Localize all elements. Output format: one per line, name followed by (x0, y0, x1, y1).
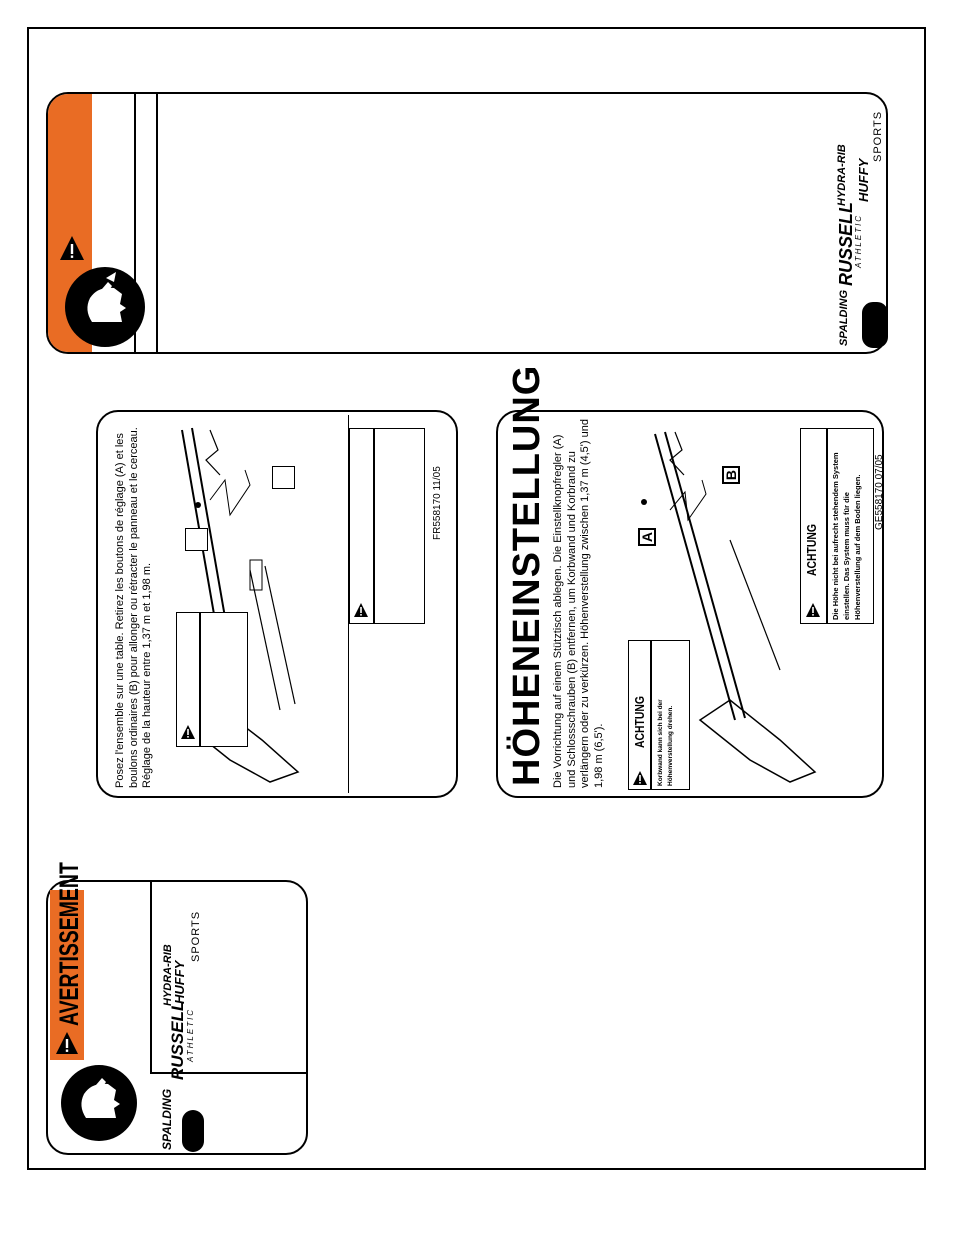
brand-spalding-left: SPALDING (160, 1088, 174, 1150)
brand-russell-sub-left: ATHLETIC (186, 1007, 195, 1062)
instruction-text-de: Die Vorrichtung auf einem Stütztisch abl… (552, 419, 605, 788)
brand-spalding-top: SPALDING (838, 289, 850, 346)
caution-box-divider-de (650, 640, 652, 790)
left-label-divider-h (150, 1072, 306, 1074)
callout-box-b-fr (272, 466, 295, 489)
brand-hydra-top: HYDRA-RIB (836, 144, 848, 206)
hoop-diagram-de (641, 431, 817, 783)
sure-shot-logo-top (862, 302, 888, 348)
label-b-de: B (722, 466, 740, 484)
brand-huffy-sub-left: SPORTS (190, 910, 202, 962)
brand-russell-left: RUSSELL (168, 1000, 187, 1080)
warning-title-fr: AVERTISSEMENT (54, 862, 84, 1026)
label-a-de: A (638, 528, 656, 546)
head-impact-icon-fr (61, 1065, 137, 1141)
warning-divider-column (136, 94, 158, 352)
warning-triangle-icon-fr (354, 603, 368, 617)
brand-huffy-sub-top: SPORTS (872, 110, 884, 162)
callout-box-a-fr (185, 528, 208, 551)
doc-code-fr: FR558170 11/05 (432, 466, 443, 540)
head-impact-icon (65, 267, 145, 347)
caution2-triangle-icon-de (806, 603, 820, 617)
warning-triangle-icon-left (56, 1032, 78, 1054)
caution2-title-de: ACHTUNG (804, 524, 819, 576)
caution-box-divider-fr (199, 612, 201, 747)
caution-box-de (628, 640, 690, 790)
caution-box2-divider-de (826, 428, 828, 624)
warning-box-divider-fr (373, 428, 375, 624)
ground-line-fr (348, 415, 349, 793)
warning-box-fr (349, 428, 425, 624)
caution-box2-de (800, 428, 874, 624)
caution-triangle-icon-de (633, 771, 647, 785)
caution-triangle-icon-fr (181, 725, 195, 739)
left-warning-label-fr (46, 880, 308, 1155)
brand-huffy-top: HUFFY (856, 158, 871, 202)
doc-code-de: GE558170 07/05 (874, 454, 885, 530)
warning-triangle-icon (60, 236, 84, 260)
top-warning-label (46, 92, 888, 354)
sure-shot-logo-left (182, 1110, 204, 1152)
brand-russell-sub-top: ATHLETIC (854, 213, 863, 268)
left-label-divider (150, 882, 152, 1072)
warning-title-bar-fr (50, 890, 84, 1060)
page-title-de: HÖHENEINSTELLUNG (506, 364, 548, 786)
instruction-text-fr: Posez l'ensemble sur une table. Retirez … (114, 427, 153, 788)
brand-huffy-left: HUFFY (172, 960, 187, 1004)
caution2-text-de: Die Höhe nicht bei aufrecht stehendem Sy… (831, 452, 862, 620)
caution-box-fr (176, 612, 248, 747)
